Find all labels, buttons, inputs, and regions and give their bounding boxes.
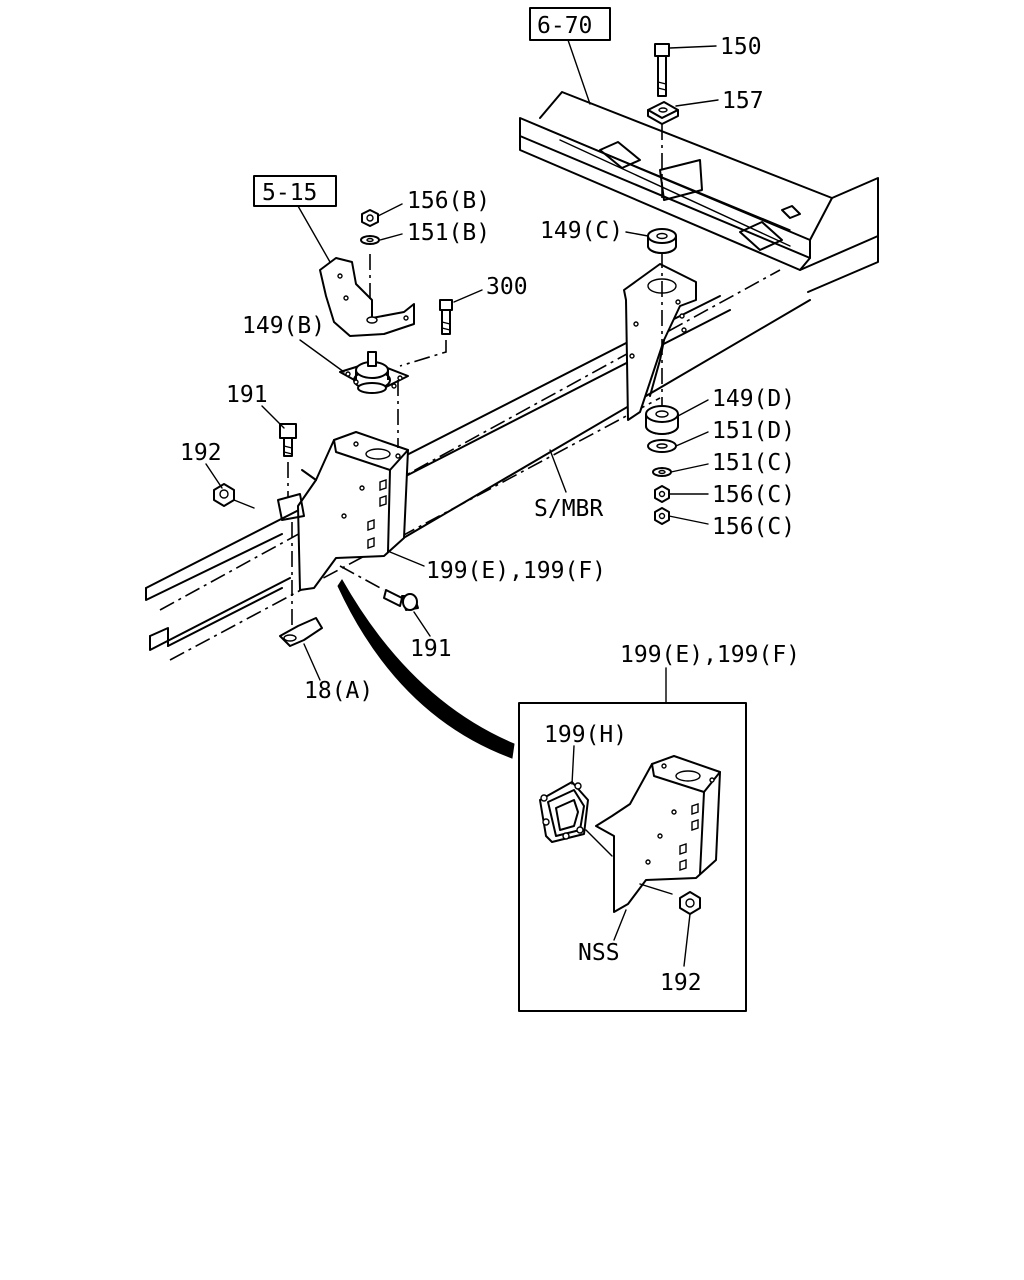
washer-157	[647, 101, 679, 125]
centerline-300	[399, 340, 447, 367]
label-156b: 156(B)	[407, 188, 490, 214]
label-191-lower: 191	[410, 636, 452, 662]
inset-leader-192	[683, 913, 691, 967]
label-157: 157	[722, 88, 764, 114]
mount-149b	[339, 351, 409, 394]
leader-lines	[205, 39, 719, 681]
label-151c: 151(C)	[712, 450, 795, 476]
bushing-149d	[645, 405, 679, 435]
washer-151c	[652, 467, 672, 477]
label-156c-1: 156(C)	[712, 482, 795, 508]
label-s-mbr: S/MBR	[534, 496, 603, 522]
label-149b: 149(B)	[242, 313, 325, 339]
bolt-191-lower	[383, 589, 419, 611]
nut-156b	[361, 209, 379, 227]
centerline-191b	[339, 565, 385, 591]
label-ref-5-15[interactable]: 5-15	[262, 180, 317, 206]
inset-label-199h: 199(H)	[544, 722, 627, 748]
label-199ef: 199(E),199(F)	[426, 558, 606, 584]
inset-label-nss: NSS	[578, 940, 620, 966]
ref-box-6-70[interactable]	[529, 7, 611, 41]
nut-156c-1	[654, 485, 670, 503]
label-191-upper: 191	[226, 382, 268, 408]
labels: 6-70 5-15 150 157 156(B) 151(B) 300 149(…	[180, 13, 800, 996]
inset-bracket-nss	[595, 755, 721, 913]
nut-192-left	[213, 483, 235, 507]
label-151d: 151(D)	[712, 418, 795, 444]
right-hanger-bracket	[623, 252, 697, 421]
label-18a: 18(A)	[304, 678, 373, 704]
bolt-300	[439, 299, 453, 335]
inset-label-192: 192	[660, 970, 702, 996]
inset-title: 199(E),199(F)	[620, 642, 800, 668]
bolt-150	[654, 43, 670, 97]
inset-leader-199h	[571, 745, 575, 785]
label-150: 150	[720, 34, 762, 60]
ref-box-5-15[interactable]	[253, 175, 337, 207]
main-bracket-199ef	[277, 431, 409, 591]
label-192: 192	[180, 440, 222, 466]
detail-inset-box	[518, 702, 747, 1012]
detail-callout-arrow	[337, 579, 515, 759]
bolt-191-upper	[279, 423, 297, 457]
label-ref-6-70[interactable]: 6-70	[537, 13, 592, 39]
label-151b: 151(B)	[407, 220, 490, 246]
washer-151b	[360, 235, 380, 245]
clip-18a	[279, 617, 323, 647]
side-member-rail	[145, 269, 811, 661]
inset-leader-nss	[613, 909, 627, 941]
upper-frame-rail	[519, 91, 879, 293]
label-156c-2: 156(C)	[712, 514, 795, 540]
nut-156c-2	[654, 507, 670, 525]
upper-left-bracket-5-15	[319, 257, 415, 337]
label-149c: 149(C)	[540, 218, 623, 244]
bushing-149c	[647, 228, 677, 254]
label-300: 300	[486, 274, 528, 300]
inset-plate-199h	[539, 781, 613, 857]
label-149d: 149(D)	[712, 386, 795, 412]
inset-nut-192	[679, 891, 701, 915]
washer-151d	[647, 439, 677, 453]
